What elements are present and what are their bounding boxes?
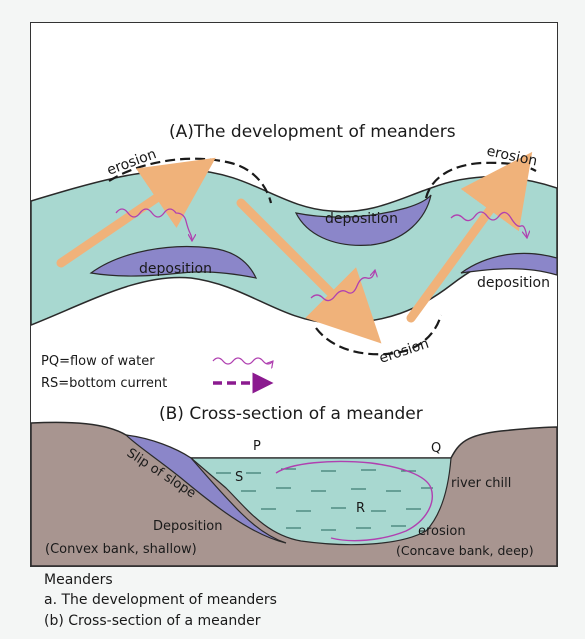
point-p-label: P: [253, 439, 261, 454]
part-a-title: (A)The development of meanders: [169, 122, 456, 142]
meander-diagram: (A)The development of meanders erosion e…: [31, 122, 557, 566]
deposition-label-b: Deposition: [153, 519, 223, 534]
bottom-current-loop: [275, 460, 433, 542]
bottom-current-1: [115, 208, 192, 241]
river-chill-label: river chill: [451, 476, 511, 491]
deposition-label-middle: deposition: [325, 211, 398, 227]
legend-pq-label: PQ=flow of water: [41, 354, 155, 369]
point-q-label: Q: [431, 441, 441, 456]
bottom-current-3: [450, 211, 527, 238]
point-r-label: R: [356, 501, 365, 516]
flow-arrow-3: [406, 151, 533, 323]
legend-rs-label: RS=bottom current: [41, 376, 167, 391]
point-s-label: S: [235, 470, 243, 485]
river-water: [189, 457, 452, 546]
deposition-patch-middle: [294, 194, 432, 246]
flow-arrow-2: [236, 198, 382, 344]
caption-b: (b) Cross-section of a meander: [44, 613, 261, 629]
deposition-label-left: deposition: [139, 261, 212, 277]
deposition-patch-left: [89, 245, 258, 279]
legend-pq-symbol: [212, 357, 273, 364]
caption-a: a. The development of meanders: [44, 592, 277, 608]
convex-bank-deposition: [124, 434, 287, 544]
deposition-patch-right: [460, 252, 557, 276]
part-b-title: (B) Cross-section of a meander: [159, 404, 423, 424]
caption-heading: Meanders: [44, 572, 113, 588]
flow-arrow-1: [56, 157, 216, 268]
deposition-label-right: deposition: [477, 275, 550, 291]
erosion-label-bottom: erosion: [377, 336, 431, 367]
bottom-current-2: [310, 270, 375, 302]
diagram-frame: (A)The development of meanders erosion e…: [30, 22, 558, 567]
erosion-label-right: erosion: [485, 143, 538, 169]
convex-bank-label: (Convex bank, shallow): [45, 542, 197, 557]
river-channel: [31, 169, 557, 326]
erosion-label-b: erosion: [418, 524, 466, 539]
concave-bank-label: (Concave bank, deep): [396, 543, 534, 558]
